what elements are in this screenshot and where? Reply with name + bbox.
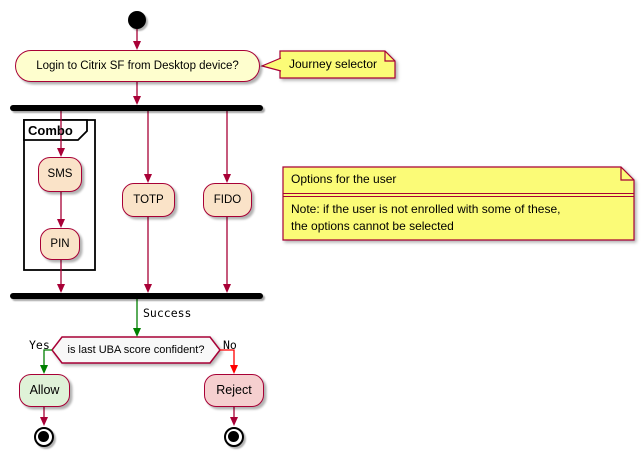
activity-sms-label: SMS [47, 168, 73, 181]
arrowhead-allow-end [40, 417, 48, 426]
activity-pin: PIN [40, 228, 80, 260]
note-options-body-line2: the options cannot be selected [291, 218, 454, 233]
activity-reject-label: Reject [216, 382, 252, 397]
arrowhead-fork-fido [223, 174, 231, 183]
note-journey-fold-icon [384, 51, 395, 62]
partition-combo-label: Combo [28, 123, 73, 138]
arrowhead-pin-join [57, 284, 65, 293]
activity-fido: FIDO [203, 183, 252, 217]
start-node-icon [128, 11, 146, 29]
activity-allow: Allow [19, 374, 70, 407]
arrowhead-totp-join [144, 284, 152, 293]
note-options-body-line1: Note: if the user is not enrolled with s… [291, 202, 561, 216]
edge-label-yes: Yes [29, 338, 50, 352]
arrowhead-fido-join [223, 284, 231, 293]
end-node-reject-dot [228, 431, 239, 442]
arrowhead-decision-no [230, 365, 238, 374]
activity-sms: SMS [38, 157, 82, 192]
arrowhead-login-fork [133, 96, 141, 105]
note-journey-shape [279, 50, 396, 79]
end-node-reject-icon [223, 426, 244, 447]
fork-bar [10, 105, 263, 111]
note-options-shape [282, 166, 635, 241]
end-node-allow-dot [38, 431, 49, 442]
decision-question: is last UBA score confident? [67, 344, 205, 356]
edge-decision-yes [43, 349, 52, 366]
activity-allow-label: Allow [29, 382, 60, 397]
arrowhead-decision-yes [40, 365, 48, 374]
edge-label-success: Success [143, 306, 192, 320]
end-node-allow-icon [33, 426, 54, 447]
edge-decision-no [220, 349, 235, 366]
arrowhead-reject-end [230, 417, 238, 426]
arrowhead-fork-totp [144, 174, 152, 183]
activity-totp-label: TOTP [133, 193, 164, 206]
activity-totp: TOTP [122, 183, 175, 217]
activity-login-label: Login to Citrix SF from Desktop device? [36, 59, 239, 72]
partition-combo-tab [23, 119, 88, 141]
arrowhead-start-login [133, 41, 141, 50]
activity-reject: Reject [204, 374, 264, 407]
arrowhead-sms-pin [57, 219, 65, 228]
join-bar [10, 293, 263, 299]
note-options-fold-icon [620, 167, 634, 181]
arrowhead-join-decision [133, 328, 141, 337]
note-journey-pointer [260, 57, 282, 72]
activity-fido-label: FIDO [213, 193, 242, 206]
activity-pin-label: PIN [50, 237, 70, 250]
edge-label-no: No [223, 338, 237, 352]
arrowhead-fork-sms [57, 148, 65, 157]
note-journey-text: Journey selector [289, 57, 378, 71]
note-options-title: Options for the user [291, 172, 397, 186]
activity-login: Login to Citrix SF from Desktop device? [15, 50, 260, 82]
